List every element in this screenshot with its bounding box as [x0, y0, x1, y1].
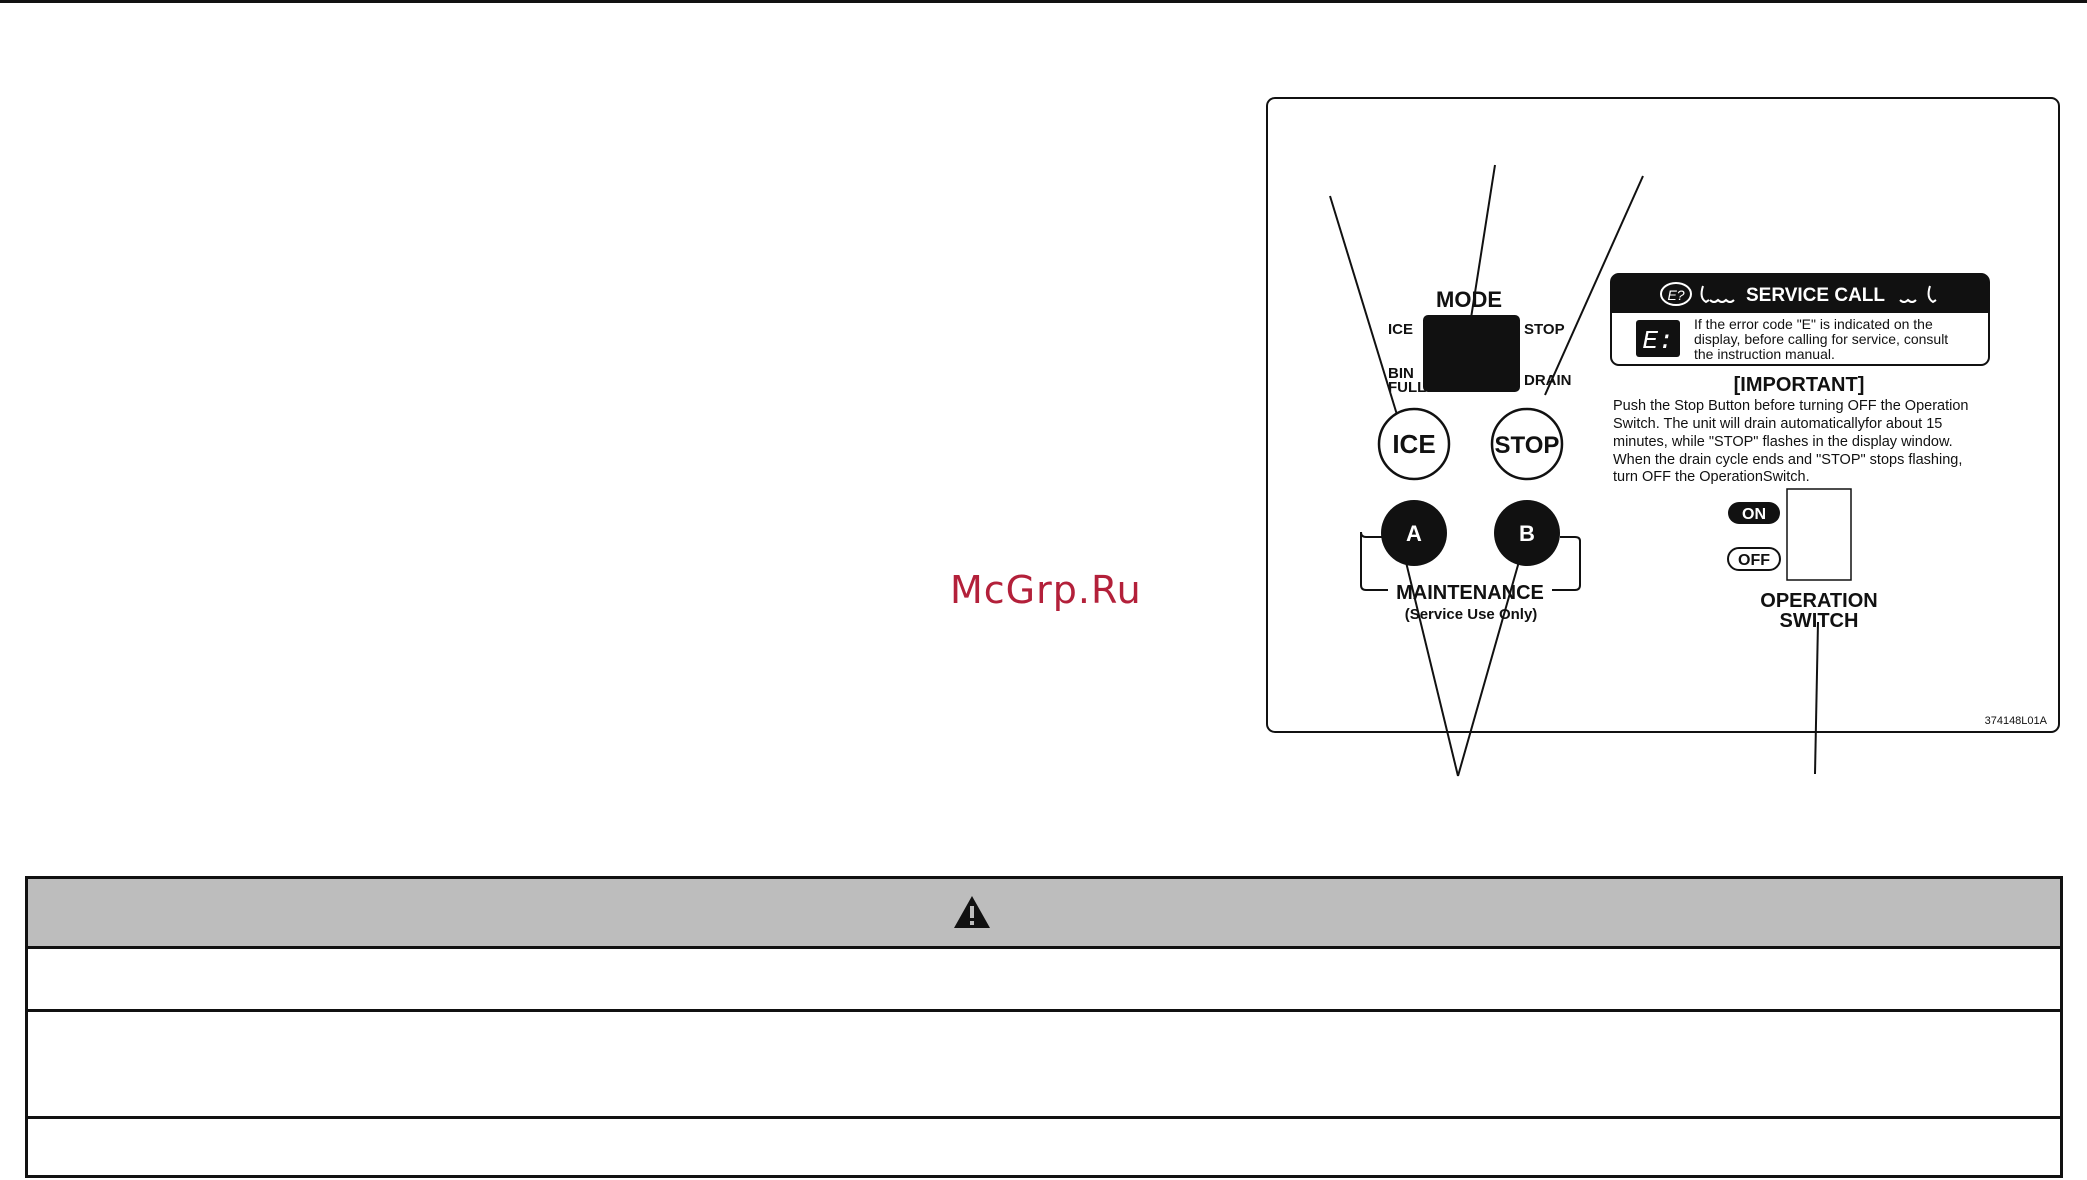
- warning-table: [25, 876, 2063, 1178]
- part-number: 374148L01A: [1985, 715, 2048, 727]
- switch-on-label: ON: [1728, 502, 1780, 524]
- important-line-1: Push the Stop Button before turning OFF …: [1613, 398, 1968, 414]
- ice-button-label: ICE: [1392, 429, 1435, 459]
- error-bubble-text: E?: [1667, 287, 1684, 303]
- maintenance-bracket: [1360, 531, 1581, 591]
- control-panel-diagram: MODE ICE STOP BIN FULL DRAIN ICE STOP A …: [1266, 97, 2060, 777]
- a-button-label: A: [1406, 521, 1422, 546]
- mode-display-window: [1423, 315, 1520, 392]
- error-code-display: [1636, 320, 1680, 357]
- mode-title: MODE: [1436, 287, 1502, 312]
- mode-label-stop: STOP: [1524, 321, 1565, 338]
- switch-off-text: OFF: [1738, 552, 1770, 569]
- telephone-icon: [1700, 285, 1735, 304]
- maintenance-b-button[interactable]: B: [1494, 500, 1560, 566]
- service-call-line-1: If the error code "E" is indicated on th…: [1694, 316, 1933, 332]
- stop-button-label: STOP: [1495, 432, 1560, 459]
- telephone-icon: [1899, 285, 1937, 304]
- mode-label-drain: DRAIN: [1524, 372, 1572, 389]
- service-call-line-2: display, before calling for service, con…: [1694, 331, 1948, 347]
- warning-row: [28, 949, 2060, 1012]
- top-rule: [0, 0, 2087, 3]
- service-call-header: [1611, 274, 1989, 313]
- switch-on-text: ON: [1742, 506, 1766, 523]
- maintenance-sublabel: (Service Use Only): [1405, 606, 1538, 623]
- maintenance-label: MAINTENANCE: [1396, 582, 1544, 604]
- important-line-3: minutes, while "STOP" flashes in the dis…: [1613, 434, 1953, 450]
- operation-switch-label-1: OPERATION: [1760, 590, 1877, 612]
- important-line-4: When the drain cycle ends and "STOP" sto…: [1613, 452, 1962, 468]
- warning-triangle-icon: [954, 896, 990, 928]
- warning-row: [28, 1119, 2060, 1175]
- error-code: E:: [1642, 326, 1673, 356]
- mode-label-bin: BIN: [1388, 365, 1414, 382]
- stop-button[interactable]: STOP: [1490, 407, 1564, 481]
- service-call-title: SERVICE CALL: [1746, 285, 1885, 306]
- leader-lines: [1329, 164, 1819, 777]
- b-button-label: B: [1519, 521, 1535, 546]
- error-bubble-icon: E?: [1660, 282, 1692, 306]
- panel-frame: [1266, 97, 2060, 733]
- operation-switch[interactable]: [1786, 488, 1852, 581]
- ice-button[interactable]: ICE: [1377, 407, 1451, 481]
- operation-switch-label-2: SWITCH: [1780, 610, 1859, 632]
- important-line-2: Switch. The unit will drain automaticall…: [1613, 416, 1942, 432]
- warning-row: [28, 1012, 2060, 1119]
- mode-label-ice: ICE: [1388, 321, 1413, 338]
- switch-off-label: OFF: [1727, 547, 1781, 571]
- important-title: [IMPORTANT]: [1734, 374, 1865, 396]
- service-call-line-3: the instruction manual.: [1694, 346, 1835, 362]
- warning-header: [28, 879, 2060, 949]
- important-line-5: turn OFF the OperationSwitch.: [1613, 469, 1810, 485]
- mode-label-full: FULL: [1388, 379, 1426, 396]
- maintenance-a-button[interactable]: A: [1381, 500, 1447, 566]
- watermark: McGrp.Ru: [950, 568, 1142, 612]
